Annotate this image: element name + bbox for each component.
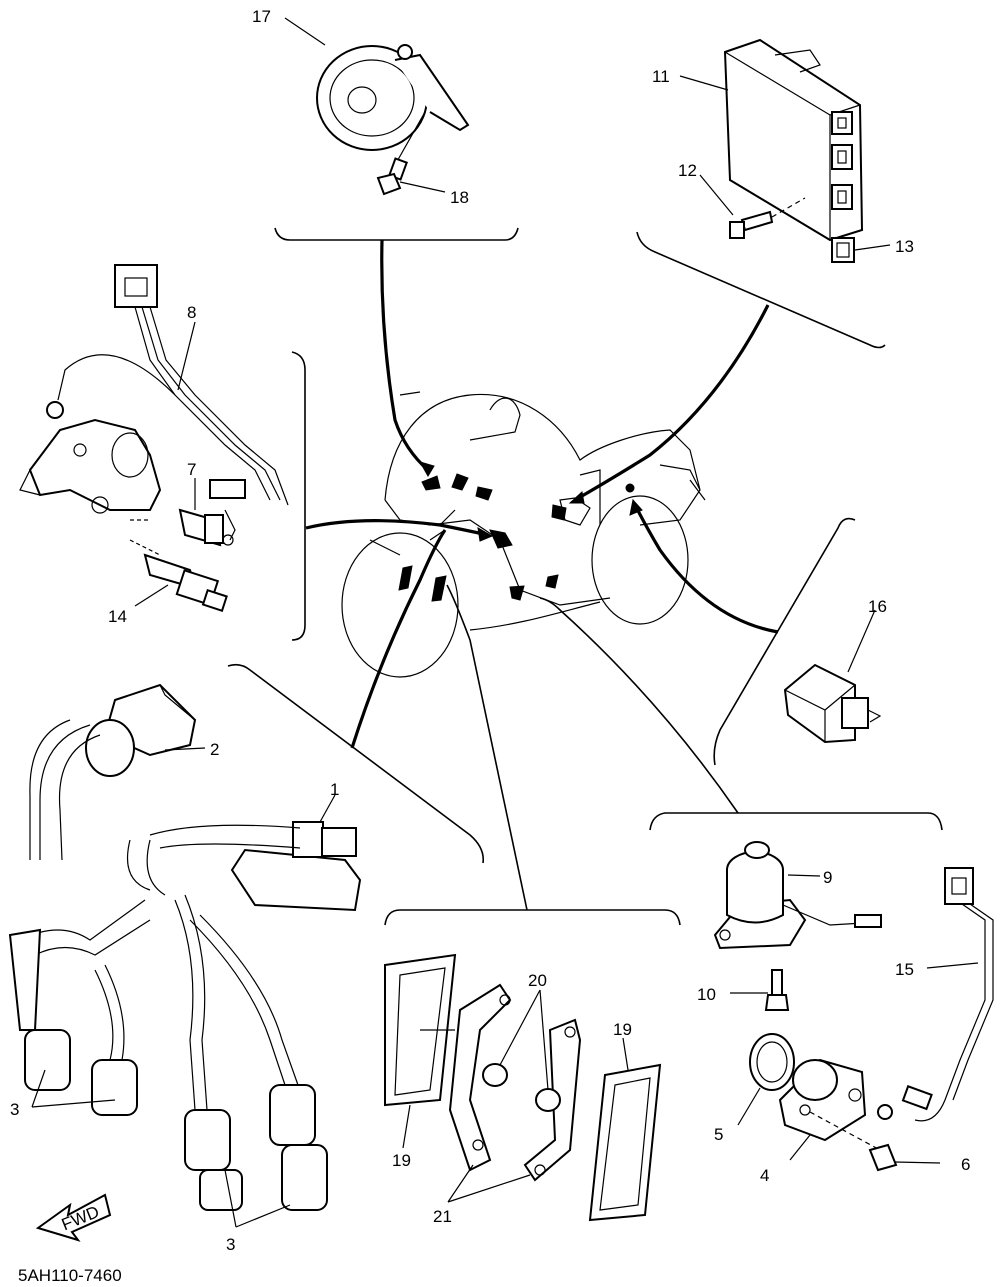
callout-18: 18	[450, 188, 469, 207]
distributor-housing	[19, 418, 162, 556]
reflector-part-19-right	[588, 1063, 662, 1222]
ignition-coil-part-2	[29, 683, 197, 861]
bracket-part-21	[448, 983, 582, 1182]
bolt-part-18	[376, 157, 408, 196]
callout-19-left: 19	[392, 1151, 411, 1170]
callout-16: 16	[868, 597, 887, 616]
callout-17: 17	[252, 7, 271, 26]
callout-12: 12	[678, 161, 697, 180]
solenoid-part-9	[713, 841, 882, 950]
callout-20: 20	[528, 971, 547, 990]
bolt-part-6	[868, 1143, 898, 1172]
callout-3-left: 3	[10, 1100, 19, 1119]
relay-part-16	[783, 663, 882, 744]
ignition-coil-part-1	[126, 821, 362, 912]
callout-6: 6	[961, 1155, 970, 1174]
sensor-lead-part-15	[877, 867, 994, 1122]
nuts-part-20	[482, 1063, 561, 1112]
callout-8: 8	[187, 303, 196, 322]
leader-lines	[305, 239, 779, 911]
reflector-part-19-left	[384, 953, 457, 1107]
group-brackets	[227, 227, 943, 926]
callout-10: 10	[697, 985, 716, 1004]
sensor-body-part-4	[778, 1058, 881, 1151]
bolt-part-12	[729, 197, 806, 239]
callout-7: 7	[187, 460, 196, 479]
motorcycle-outline	[341, 391, 706, 678]
bolt-part-10	[764, 969, 790, 1011]
drawing-code: 5AH110-7460	[18, 1266, 122, 1285]
callout-15: 15	[895, 960, 914, 979]
callout-13: 13	[895, 237, 914, 256]
fwd-label: FWD	[59, 1202, 102, 1234]
callout-3-right: 3	[226, 1235, 235, 1254]
callout-9: 9	[823, 868, 832, 887]
callout-11: 11	[652, 67, 670, 86]
clip-part-13	[831, 237, 855, 263]
callout-2: 2	[210, 740, 219, 759]
switch-part-7	[178, 508, 234, 547]
plug-caps-part-3	[8, 894, 328, 1211]
sensor-harness-part-8	[46, 264, 289, 541]
fwd-arrow: FWD	[35, 1193, 112, 1242]
callout-14: 14	[108, 607, 127, 626]
callout-numbers: 17 18 11 12 13 8 7 14 2 1 16 9 10 15 3 3…	[10, 7, 970, 1254]
o-ring-part-5	[749, 1033, 795, 1091]
horn-part-17	[316, 44, 470, 166]
callout-1: 1	[330, 780, 339, 799]
switch-part-14	[143, 553, 228, 612]
callout-21: 21	[433, 1207, 452, 1226]
callout-19-right: 19	[613, 1020, 632, 1039]
ecu-part-11	[723, 38, 864, 242]
callout-5: 5	[714, 1125, 723, 1144]
callout-4: 4	[760, 1166, 769, 1185]
callout-leaders	[31, 17, 979, 1228]
